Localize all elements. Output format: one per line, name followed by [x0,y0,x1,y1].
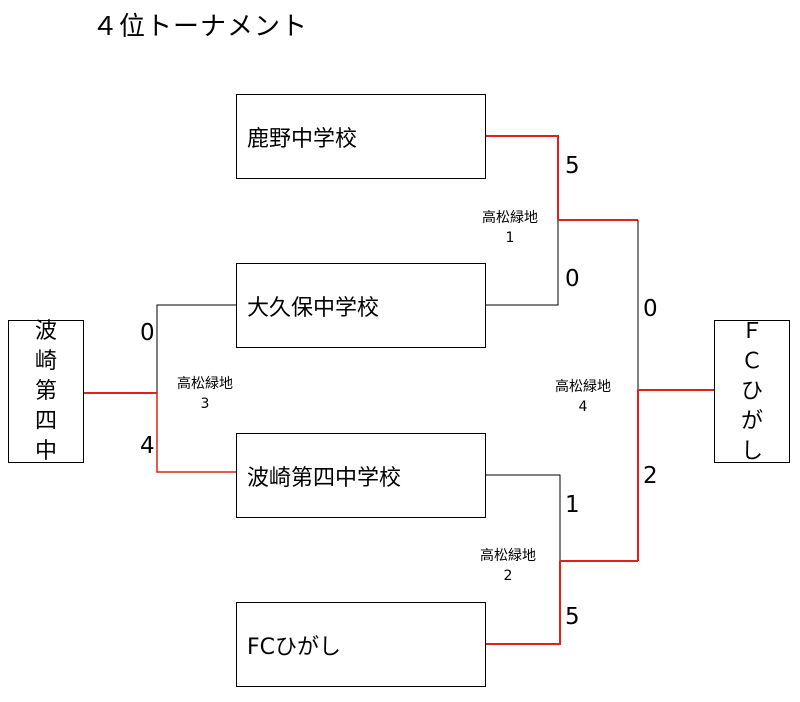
score-m3-top: 0 [140,320,155,346]
line-t2-to-m3 [156,304,236,393]
venue-name: 高松緑地 [480,548,536,564]
line-t4-to-m2 [485,561,561,645]
score-m4-top: 0 [643,296,658,322]
venue-m4: 高松緑地 4 [543,377,623,417]
right-result-char: Ｆ [740,318,763,344]
score-m2-bottom: 5 [565,604,580,630]
page-title: ４位トーナメント [92,12,309,42]
venue-number: 4 [578,399,588,415]
score-m1-bottom: 0 [565,266,580,292]
team-box-t1: 鹿野中学校 [236,94,486,179]
venue-m3: 高松緑地 3 [165,374,245,414]
venue-number: 1 [505,230,515,246]
venue-name: 高松緑地 [177,376,233,392]
left-result-char: 中 [34,438,57,464]
right-result-box: Ｆ Ｃ ひ が し [714,318,790,464]
right-result-char: ひ [740,378,763,404]
left-result-char: 崎 [34,348,57,374]
venue-number: 2 [503,568,513,584]
team-name-t1: 鹿野中学校 [247,126,358,152]
venue-number: 3 [200,396,210,412]
left-result-char: 波 [34,318,57,344]
right-result-char: し [740,438,763,464]
line-t3-to-m3 [156,393,236,473]
team-box-t4: FCひがし [236,602,486,687]
left-result-char: 四 [34,408,57,434]
team-name-t3: 波崎第四中学校 [247,465,402,491]
score-m4-bottom: 2 [643,463,658,489]
right-result-char: が [740,408,763,434]
left-result-box: 波 崎 第 四 中 [8,318,84,464]
team-box-t2: 大久保中学校 [236,263,486,348]
left-result-char: 第 [34,378,57,404]
venue-m1: 高松緑地 1 [470,208,550,248]
score-m2-top: 1 [565,492,580,518]
team-box-t3: 波崎第四中学校 [236,433,486,518]
score-m3-bottom: 4 [140,433,155,459]
venue-name: 高松緑地 [482,210,538,226]
team-name-t2: 大久保中学校 [247,295,380,321]
line-t3-to-m2 [485,474,561,561]
right-result-char: Ｃ [740,348,763,374]
score-m1-top: 5 [565,153,580,179]
venue-m2: 高松緑地 2 [468,546,548,586]
team-name-t4: FCひがし [247,634,342,660]
line-t1-to-m1 [485,135,559,220]
venue-name: 高松緑地 [555,379,611,395]
line-t2-to-m1 [485,220,559,306]
